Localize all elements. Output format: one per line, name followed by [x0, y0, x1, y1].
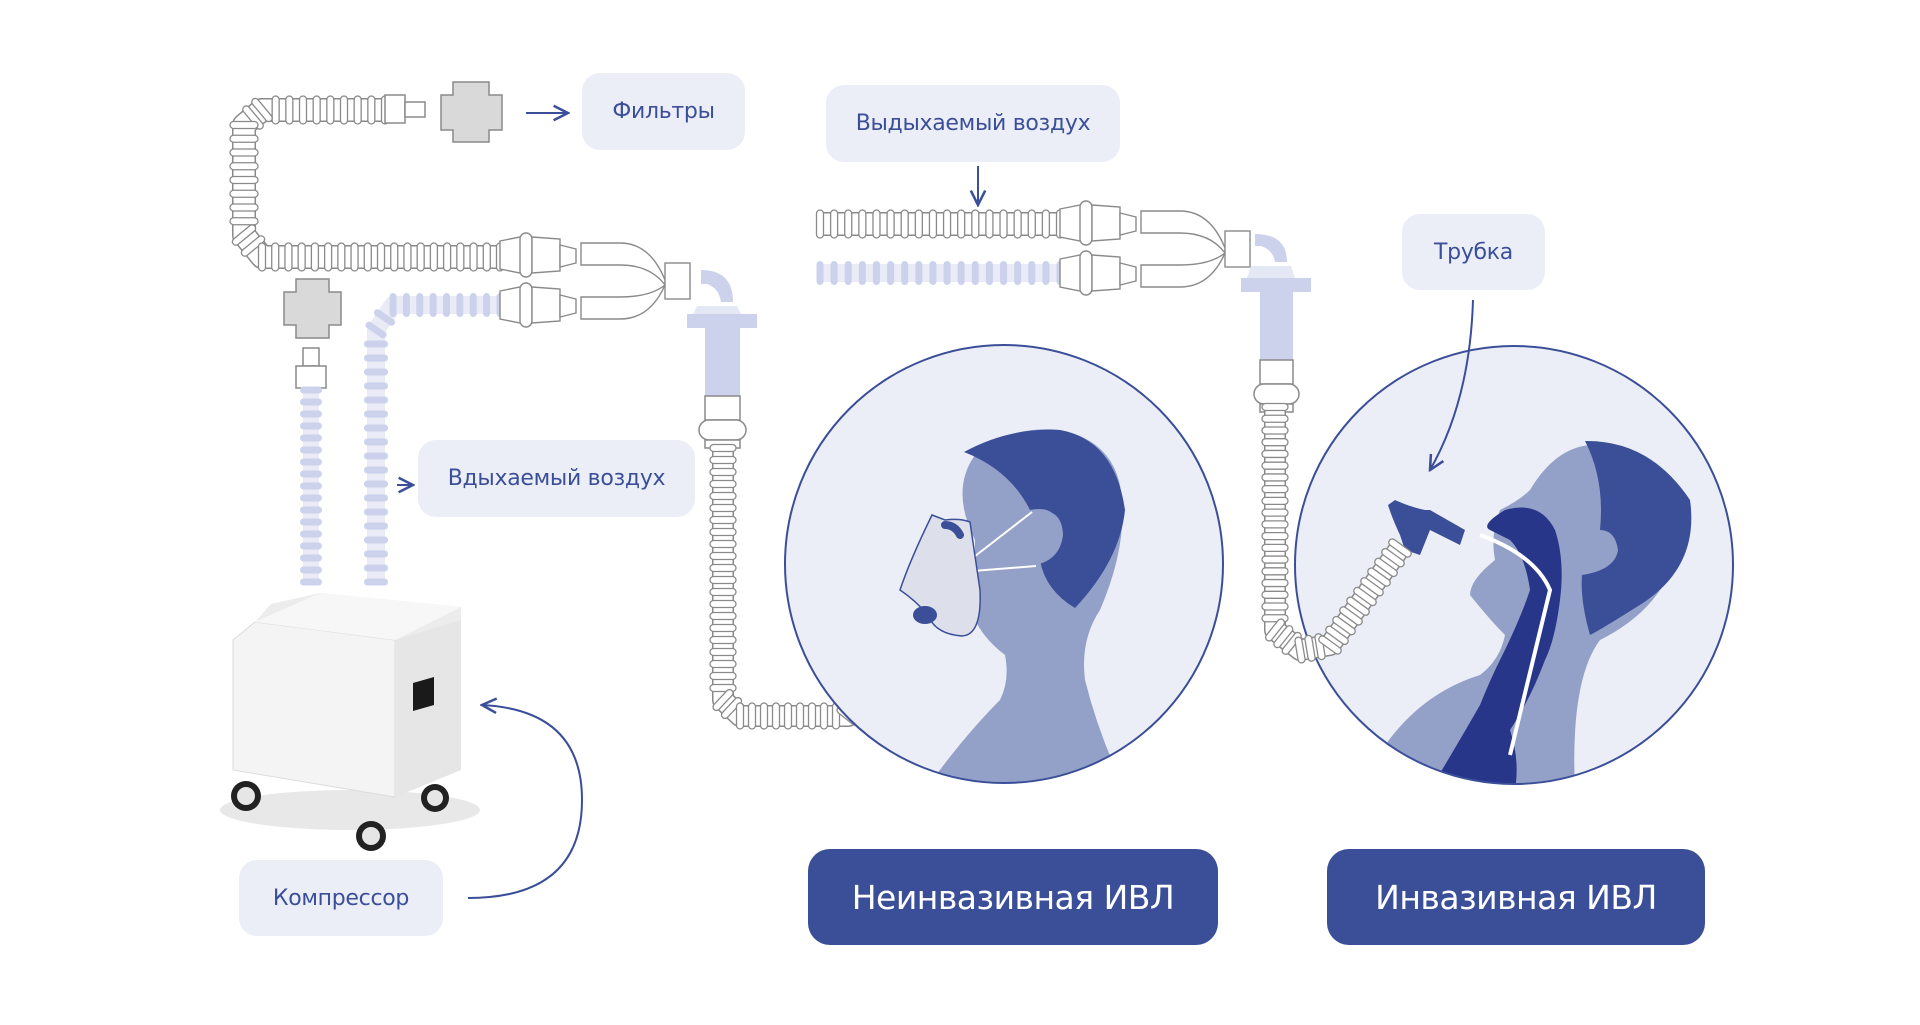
- tube-connector-top: [384, 94, 406, 124]
- exhaled-air-label: Выдыхаемый воздух: [826, 85, 1120, 162]
- invasive-ventilation-button[interactable]: Инвазивная ИВЛ: [1327, 849, 1705, 945]
- non-invasive-ventilation-button[interactable]: Неинвазивная ИВЛ: [808, 849, 1218, 945]
- compressor-arrow: [467, 705, 584, 899]
- exhale-tube-left: [229, 95, 505, 272]
- compressor-wheels: [231, 781, 449, 851]
- y-connector-left: [499, 232, 691, 328]
- circle-outline: [784, 344, 1224, 784]
- compressor-handle: [413, 677, 434, 711]
- elbow-connector-right: [1241, 234, 1311, 413]
- endotracheal-tube: [1479, 533, 1553, 756]
- patient-hair: [1581, 440, 1692, 635]
- tube-connector: [1388, 500, 1465, 555]
- exhale-tube-middle: [815, 209, 1065, 239]
- invasive-illustration: [1294, 345, 1734, 785]
- tube-tip-top: [404, 101, 426, 118]
- inhale-tube-middle: [816, 261, 1064, 285]
- y-connector-right: [1059, 200, 1251, 296]
- inhaled-air-label: Вдыхаемый воздух: [418, 440, 695, 517]
- elbow-connector-left: [687, 270, 757, 449]
- inhale-tube-compressor-left: [300, 386, 322, 586]
- patient-tube-right: [1261, 402, 1412, 664]
- non-invasive-illustration: [784, 344, 1224, 784]
- compressor-image: [220, 593, 480, 851]
- circle-outline: [1294, 345, 1734, 785]
- filter-bottom-icon: [283, 278, 342, 339]
- filter-connector-base: [295, 365, 327, 389]
- patient-ear: [1030, 510, 1063, 565]
- compressor-label: Компрессор: [239, 860, 443, 936]
- face-mask: [899, 514, 981, 637]
- patient-airway: [1430, 507, 1562, 784]
- filter-connector-stem: [302, 347, 320, 367]
- filter-top-icon: [440, 81, 503, 143]
- patient-hair: [964, 429, 1125, 608]
- tube-arrow: [1430, 299, 1474, 470]
- filters-label: Фильтры: [582, 73, 745, 150]
- tube-label: Трубка: [1402, 214, 1545, 290]
